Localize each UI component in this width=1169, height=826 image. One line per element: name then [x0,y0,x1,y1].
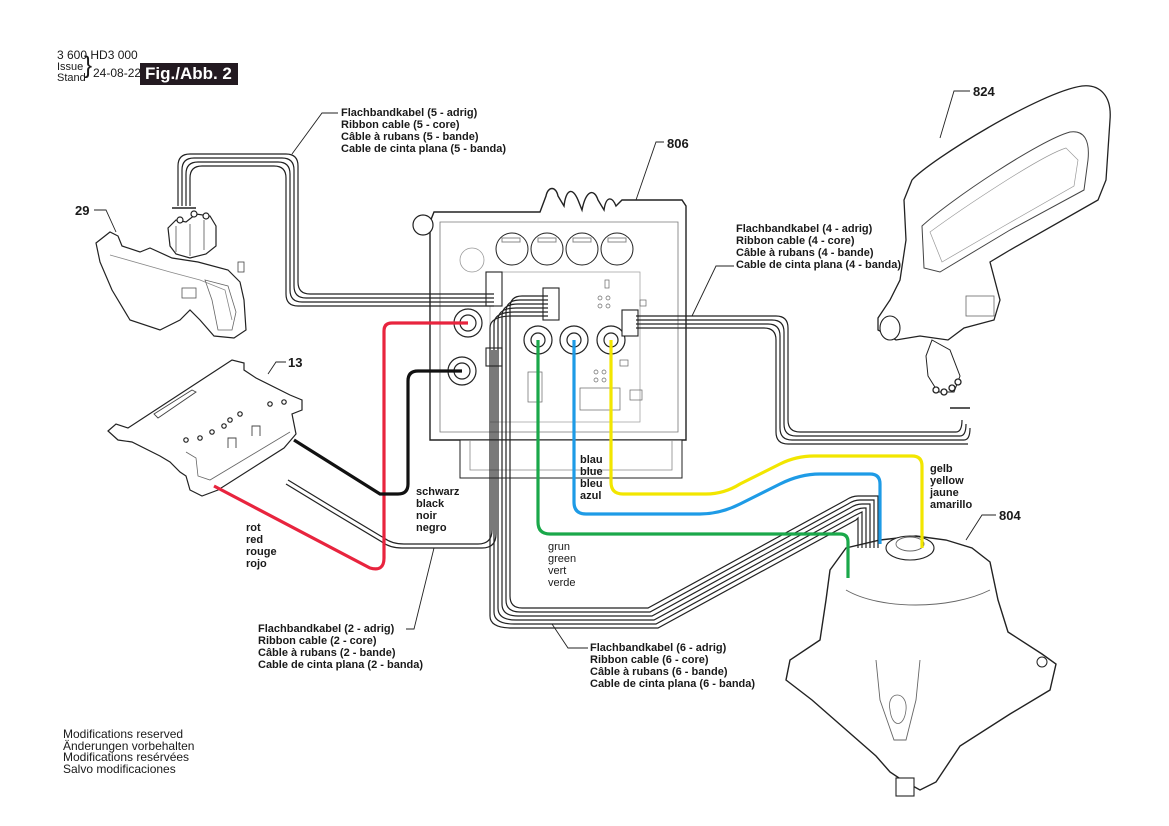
part-number-806: 806 [667,136,689,151]
part-804-motor [785,535,1057,797]
issue-date: 24-08-22 [93,66,142,80]
brace-glyph: } [84,52,93,79]
label-line: vert [548,565,567,577]
label-line: Câble à rubans (4 - bande) [736,247,874,259]
wire-green [536,340,850,578]
label-wire-yellow: gelb yellow jaune amarillo [930,463,972,511]
label-line: Flachbandkabel (6 - adrig) [590,642,727,654]
label-wire-black: schwarz black noir negro [416,486,459,534]
label-line: Flachbandkabel (2 - adrig) [258,623,395,635]
label-wire-blue: blau blue bleu azul [580,454,603,502]
footer-line: Modifications reserved [63,727,184,741]
label-line: red [246,534,264,546]
label-line: Câble à rubans (5 - bande) [341,131,479,143]
modifications-notice: Modifications reserved Änderungen vorbeh… [63,727,195,776]
label-line: bleu [580,478,603,490]
wire-black [293,369,462,496]
part-number-824: 824 [973,84,995,99]
label-line: azul [580,490,602,502]
part-806-control-board [412,187,687,479]
wire-blue [572,340,882,544]
label-line: grun [548,541,571,553]
label-line: Câble à rubans (2 - bande) [258,647,396,659]
label-line: yellow [930,475,964,487]
label-ribbon-2-core: Flachbandkabel (2 - adrig) Ribbon cable … [258,623,423,671]
ribbon-6-core [489,295,879,629]
part-number-13: 13 [288,355,303,370]
label-line: noir [416,510,437,522]
label-line: Flachbandkabel (5 - adrig) [341,107,478,119]
label-line: amarillo [930,499,973,511]
label-line: rouge [246,546,277,558]
label-wire-red: rot red rouge rojo [246,522,277,570]
label-line: Ribbon cable (5 - core) [341,119,460,131]
ribbon-4-core [636,315,971,445]
issue-label: Issue [57,61,84,73]
part-number-29: 29 [75,203,90,218]
label-wire-green: grun green vert verde [548,541,576,589]
label-line: Cable de cinta plana (2 - banda) [258,659,424,671]
label-line: rot [246,522,261,534]
footer-line: Änderungen vorbehalten [63,738,195,753]
label-ribbon-6-core: Flachbandkabel (6 - adrig) Ribbon cable … [590,642,755,690]
figure-label: Fig./Abb. 2 [140,63,238,85]
label-line: Câble à rubans (6 - bande) [590,666,728,678]
footer-line: Salvo modificaciones [63,761,176,776]
label-line: Cable de cinta plana (6 - banda) [590,678,756,690]
label-line: verde [548,577,576,589]
label-line: green [548,553,577,565]
label-line: black [416,498,445,510]
part-824-rear-handle [877,85,1111,396]
issue-stand-block: Issue Stand } 24-08-22 [57,54,141,84]
wire-red [213,321,468,571]
label-line: Ribbon cable (6 - core) [590,654,709,666]
ribbon-5-core [172,153,494,307]
label-line: Cable de cinta plana (5 - banda) [341,143,507,155]
stand-label: Stand [57,72,86,84]
label-line: Ribbon cable (4 - core) [736,235,855,247]
label-line: rojo [246,558,267,570]
label-line: gelb [930,463,953,475]
footer-line: Modifications resérvées [63,750,190,764]
label-ribbon-5-core: Flachbandkabel (5 - adrig) Ribbon cable … [341,107,506,155]
label-ribbon-4-core: Flachbandkabel (4 - adrig) Ribbon cable … [736,223,901,271]
label-line: Flachbandkabel (4 - adrig) [736,223,873,235]
label-line: jaune [930,487,959,499]
part-13-contact-plate [107,359,303,497]
label-line: blue [580,466,603,478]
label-line: schwarz [416,486,460,498]
label-line: negro [416,522,447,534]
part-29-handle [95,210,247,339]
label-line: blau [580,454,603,466]
label-line: Cable de cinta plana (4 - banda) [736,259,902,271]
leader-lines [94,90,996,649]
part-number-804: 804 [999,508,1021,523]
wire-yellow [609,340,924,548]
document-number: 3 600 HD3 000 [57,48,138,62]
label-line: Ribbon cable (2 - core) [258,635,377,647]
